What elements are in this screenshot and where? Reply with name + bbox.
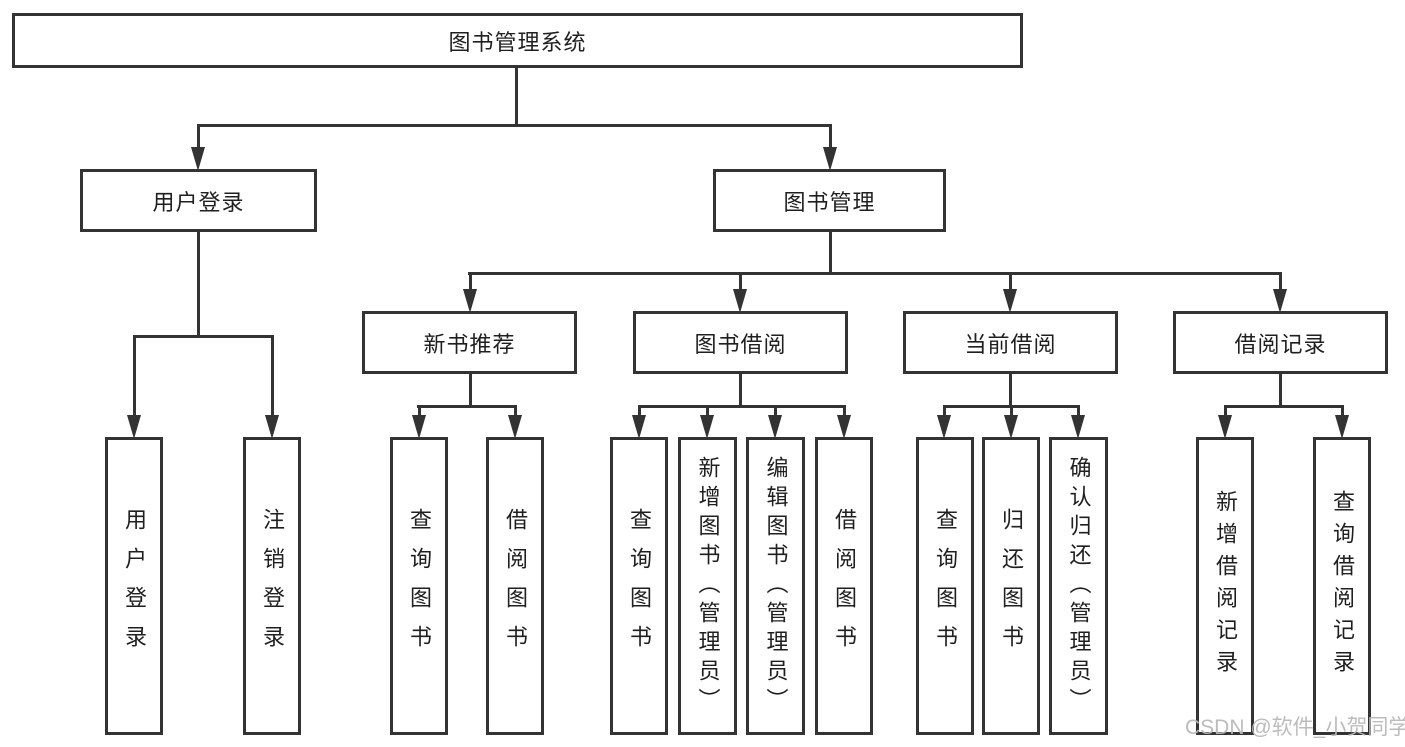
connector-hline [468, 272, 1282, 275]
node-label: 查询借阅记录 [1330, 490, 1355, 682]
connector-drop [739, 272, 742, 291]
arrow-down-icon [700, 415, 714, 439]
node-label: 借阅图书 [832, 508, 857, 664]
connector-drop [1279, 272, 1282, 291]
arrow-down-icon [127, 415, 141, 439]
node-label: 图书借阅 [694, 331, 787, 357]
node-return-books: 归还图书 [982, 437, 1040, 735]
connector-hline [133, 335, 274, 338]
node-add-borrow-record: 新增借阅记录 [1196, 437, 1254, 735]
node-borrowing-query-books: 查询图书 [610, 437, 668, 735]
node-label: 用户登录 [122, 508, 147, 664]
node-label: 新增借阅记录 [1213, 490, 1238, 682]
node-borrowing-borrow-books: 借阅图书 [815, 437, 873, 735]
arrow-down-icon [937, 415, 951, 439]
connector-stem [515, 68, 518, 127]
connector-stem [197, 232, 200, 338]
arrow-down-icon [823, 147, 837, 171]
arrow-down-icon [508, 415, 522, 439]
node-label: 用户登录 [152, 189, 245, 215]
arrow-down-icon [191, 147, 205, 171]
arrow-down-icon [1071, 415, 1085, 439]
connector-stem [829, 232, 832, 275]
arrow-down-icon [1003, 289, 1017, 313]
connector-hline [417, 405, 517, 408]
connector-drop [1010, 405, 1013, 417]
node-label: 确认归还（管理员） [1066, 455, 1092, 717]
node-label: 查询图书 [627, 508, 652, 664]
node-user-login: 用户登录 [80, 169, 317, 232]
node-confirm-return-admin: 确认归还（管理员） [1049, 437, 1108, 735]
node-label: 查询图书 [407, 508, 432, 664]
connector-hline [1224, 405, 1344, 408]
connector-drop [469, 272, 472, 291]
connector-drop [843, 405, 846, 417]
connector-hline [197, 124, 832, 127]
arrow-down-icon [1335, 415, 1349, 439]
node-borrowing-records: 借阅记录 [1173, 311, 1388, 374]
connector-stem [1279, 374, 1282, 408]
node-book-borrowing: 图书借阅 [633, 311, 848, 374]
node-user-login-action: 用户登录 [105, 437, 163, 735]
node-label: 借阅图书 [503, 508, 528, 664]
node-label: 新书推荐 [423, 331, 516, 357]
arrow-down-icon [1273, 289, 1287, 313]
connector-drop [706, 405, 709, 417]
connector-drop [1009, 272, 1012, 291]
node-label: 借阅记录 [1234, 331, 1327, 357]
node-label: 图书管理 [783, 189, 876, 215]
connector-drop [514, 405, 517, 417]
connector-stem [1009, 374, 1012, 408]
arrow-down-icon [733, 289, 747, 313]
node-recommend-query-books: 查询图书 [390, 437, 448, 735]
arrow-down-icon [412, 415, 426, 439]
node-label: 注销登录 [260, 508, 285, 664]
node-query-borrow-record: 查询借阅记录 [1313, 437, 1371, 735]
connector-drop [1224, 405, 1227, 417]
connector-drop [1077, 405, 1080, 417]
connector-drop [133, 335, 136, 417]
node-recommend-borrow-books: 借阅图书 [486, 437, 544, 735]
node-logout-action: 注销登录 [243, 437, 301, 735]
node-add-books-admin: 新增图书（管理员） [678, 437, 737, 735]
node-label: 图书管理系统 [448, 29, 587, 55]
node-label: 编辑图书（管理员） [763, 455, 789, 717]
connector-stem [469, 374, 472, 408]
node-label: 新增图书（管理员） [695, 455, 721, 717]
node-library-management-system: 图书管理系统 [12, 13, 1023, 68]
arrow-down-icon [632, 415, 646, 439]
arrow-down-icon [1004, 415, 1018, 439]
arrow-down-icon [265, 415, 279, 439]
node-label: 当前借阅 [964, 331, 1057, 357]
node-current-query-books: 查询图书 [916, 437, 974, 735]
connector-drop [774, 405, 777, 417]
connector-drop [829, 124, 832, 149]
arrow-down-icon [768, 415, 782, 439]
connector-drop [418, 405, 421, 417]
node-book-management: 图书管理 [713, 169, 946, 232]
node-new-book-recommendation: 新书推荐 [362, 311, 577, 374]
node-edit-books-admin: 编辑图书（管理员） [746, 437, 805, 735]
arrow-down-icon [1218, 415, 1232, 439]
node-label: 查询图书 [933, 508, 958, 664]
node-label: 归还图书 [999, 508, 1024, 664]
connector-drop [638, 405, 641, 417]
connector-stem [739, 374, 742, 408]
connector-drop [1341, 405, 1344, 417]
csdn-watermark: CSDN @软件_小贺同学 [1185, 716, 1405, 739]
connector-hline [638, 405, 846, 408]
arrow-down-icon [463, 289, 477, 313]
connector-drop [271, 335, 274, 417]
arrow-down-icon [837, 415, 851, 439]
connector-drop [197, 124, 200, 149]
node-current-borrowing: 当前借阅 [903, 311, 1118, 374]
connector-drop [943, 405, 946, 417]
